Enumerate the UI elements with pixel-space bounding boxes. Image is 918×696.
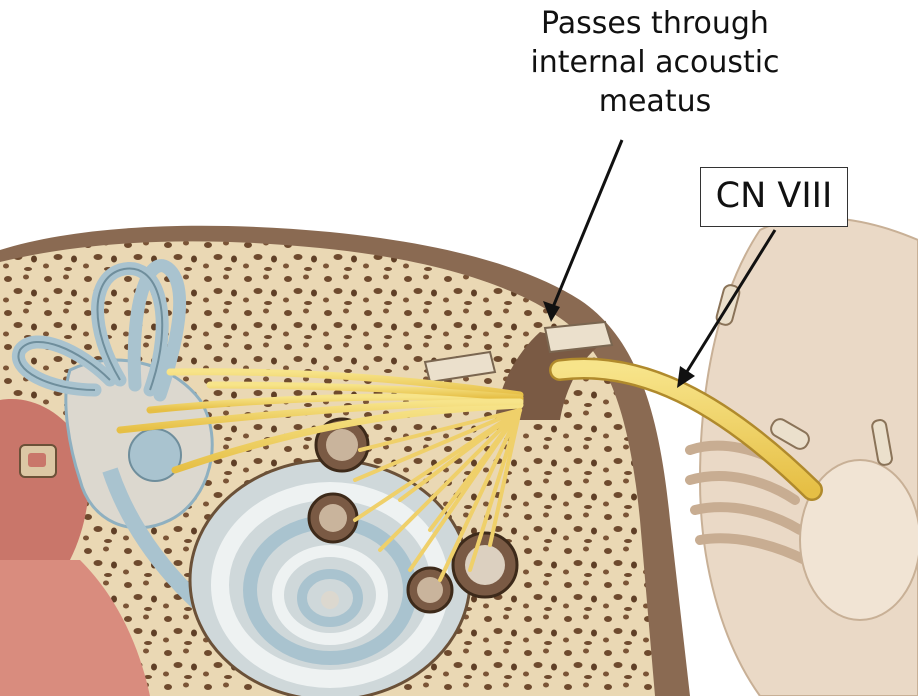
brainstem-folds [685, 440, 810, 565]
caption-line: meatus [598, 84, 712, 119]
vestibular-nerve [116, 368, 524, 474]
cochlea [188, 458, 472, 696]
arrow-icon [543, 301, 560, 322]
cut-nerve-stumps [423, 320, 614, 384]
ossicle [19, 444, 57, 478]
caption-line: Passes through [541, 6, 769, 41]
arrow-icon [677, 366, 695, 388]
arrow-to-meatus [543, 139, 624, 322]
arrow-to-nerve [677, 229, 777, 388]
ear-canal [0, 399, 89, 560]
middle-ear [0, 560, 150, 696]
cochlear-turns [307, 417, 519, 614]
utricle [128, 428, 182, 482]
pons [799, 459, 918, 621]
caption-line: internal acoustic [530, 45, 780, 80]
cochlear-nerve [353, 408, 522, 582]
cn-viii-label: CN VIII [700, 167, 848, 227]
cn-viii-trunk-core [551, 360, 821, 499]
meatus-caption: Passes through internal acoustic meatus [500, 4, 810, 121]
semicircular-canals-outline [17, 267, 164, 391]
